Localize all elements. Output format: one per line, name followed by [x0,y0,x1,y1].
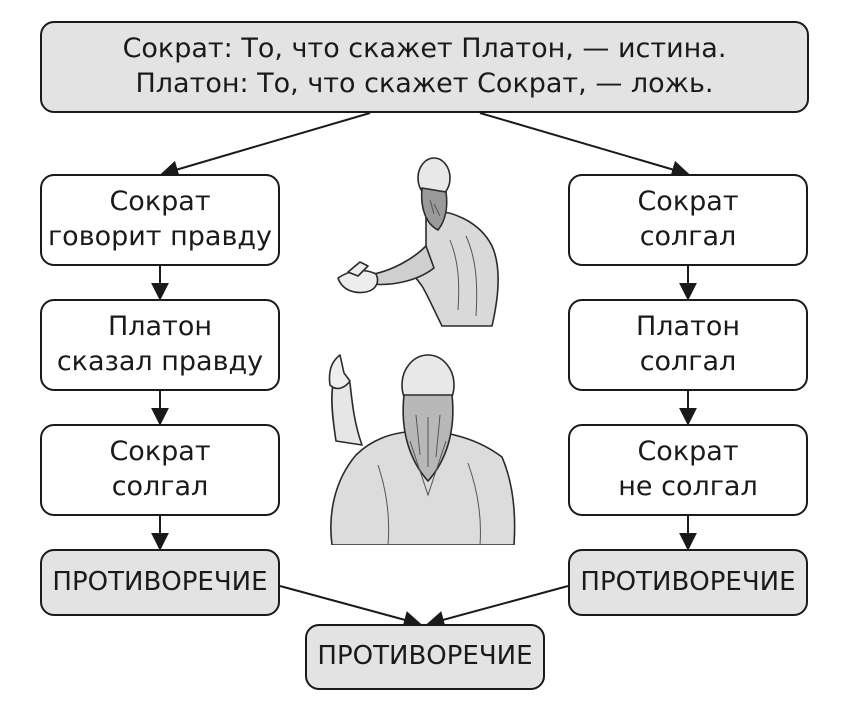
right-step-1: Сократ солгал [568,174,808,266]
arrow-left-result-to-final [279,585,422,629]
final-result-box: ПРОТИВОРЕЧИЕ [305,624,545,690]
statement-socrates: Сократ: То, что скажет Платон, — истина. [122,33,727,65]
left-step-2: Платон сказал правду [40,299,280,391]
right-step-3-line1: Сократ [637,436,739,468]
right-result-box: ПРОТИВОРЕЧИЕ [568,549,808,616]
right-result-label: ПРОТИВОРЕЧИЕ [580,566,796,597]
left-step-3-line2: солгал [111,471,209,502]
right-step-1-line2: солгал [639,221,737,252]
left-step-2-line1: Платон [107,311,212,343]
left-step-3: Сократ солгал [40,424,280,516]
final-result-label: ПРОТИВОРЕЧИЕ [317,641,533,672]
right-step-1-line1: Сократ [637,186,739,218]
arrow-top-to-left [160,112,371,179]
socrates-portrait-image [337,157,499,327]
right-step-3: Сократ не солгал [568,424,808,516]
left-step-1-line1: Сократ [109,186,211,218]
left-step-1: Сократ говорит правду [40,174,280,266]
left-result-label: ПРОТИВОРЕЧИЕ [52,566,268,597]
right-step-2: Платон солгал [568,299,808,391]
statement-box: Сократ: То, что скажет Платон, — истина.… [40,21,809,113]
right-step-2-line1: Платон [635,311,740,343]
right-step-3-line2: не солгал [618,471,758,502]
plato-portrait-image [328,354,516,545]
arrow-top-to-right [479,112,690,179]
left-step-3-line1: Сократ [109,436,211,468]
right-step-2-line2: солгал [639,346,737,377]
left-result-box: ПРОТИВОРЕЧИЕ [40,549,280,616]
arrow-right-result-to-final [426,585,569,629]
left-step-1-line2: говорит правду [47,221,273,252]
statement-plato: Платон: То, что скажет Сократ, — ложь. [135,68,714,99]
left-step-2-line2: сказал правду [56,346,264,377]
